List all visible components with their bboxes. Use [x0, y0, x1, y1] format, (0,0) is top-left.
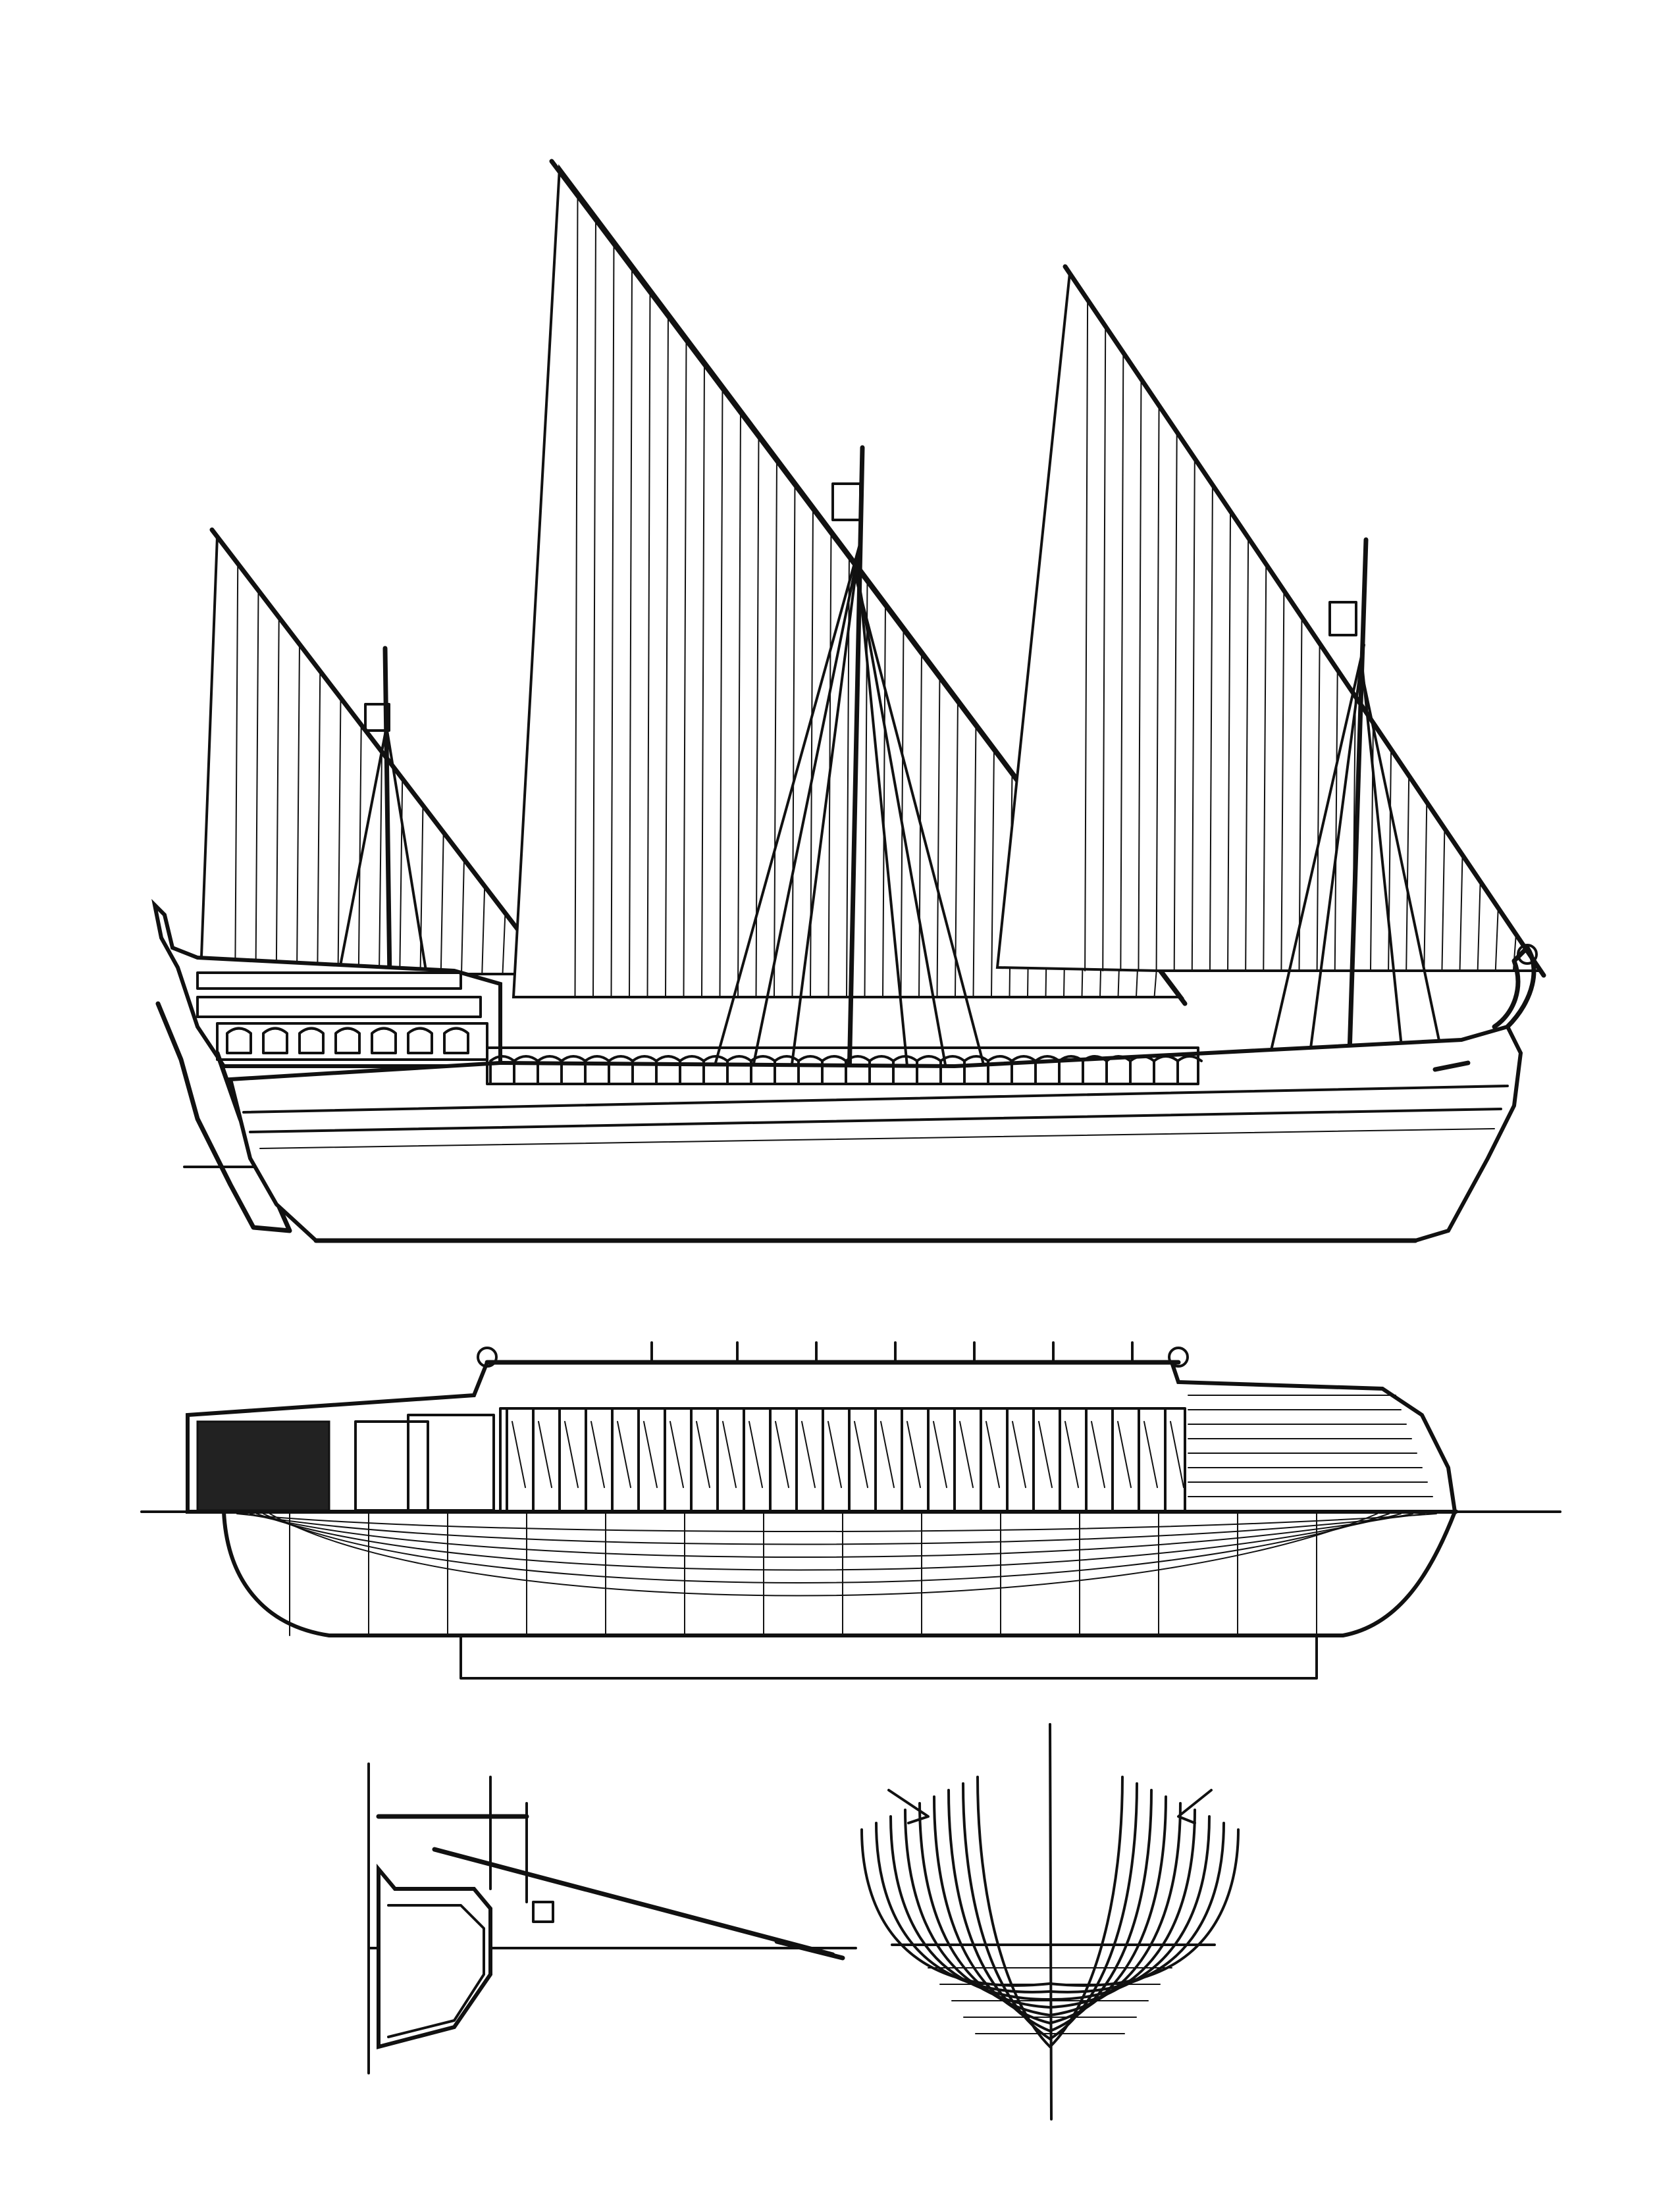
body-plan: [860, 1723, 1240, 2121]
sail-plan-profile: [151, 159, 1546, 1243]
midship-half-section: [367, 1762, 857, 2074]
standing-rigging: [328, 538, 1443, 1081]
stern-grating: [196, 1420, 330, 1512]
main-mast: [847, 445, 865, 1082]
hull-longitudinal-section: [140, 1341, 1562, 1680]
fore-pennant: [1328, 601, 1357, 636]
fore-sail: [995, 264, 1546, 978]
mizzen-mast: [382, 646, 393, 1029]
main-pennant: [831, 482, 862, 521]
mizzen-sail: [199, 527, 560, 983]
oar: [432, 1847, 835, 1957]
mizzen-pennant: [364, 703, 390, 732]
profile-hull: [228, 944, 1538, 1243]
body-plan-centerline: [1049, 1723, 1053, 2121]
fore-mast: [1347, 537, 1369, 1056]
